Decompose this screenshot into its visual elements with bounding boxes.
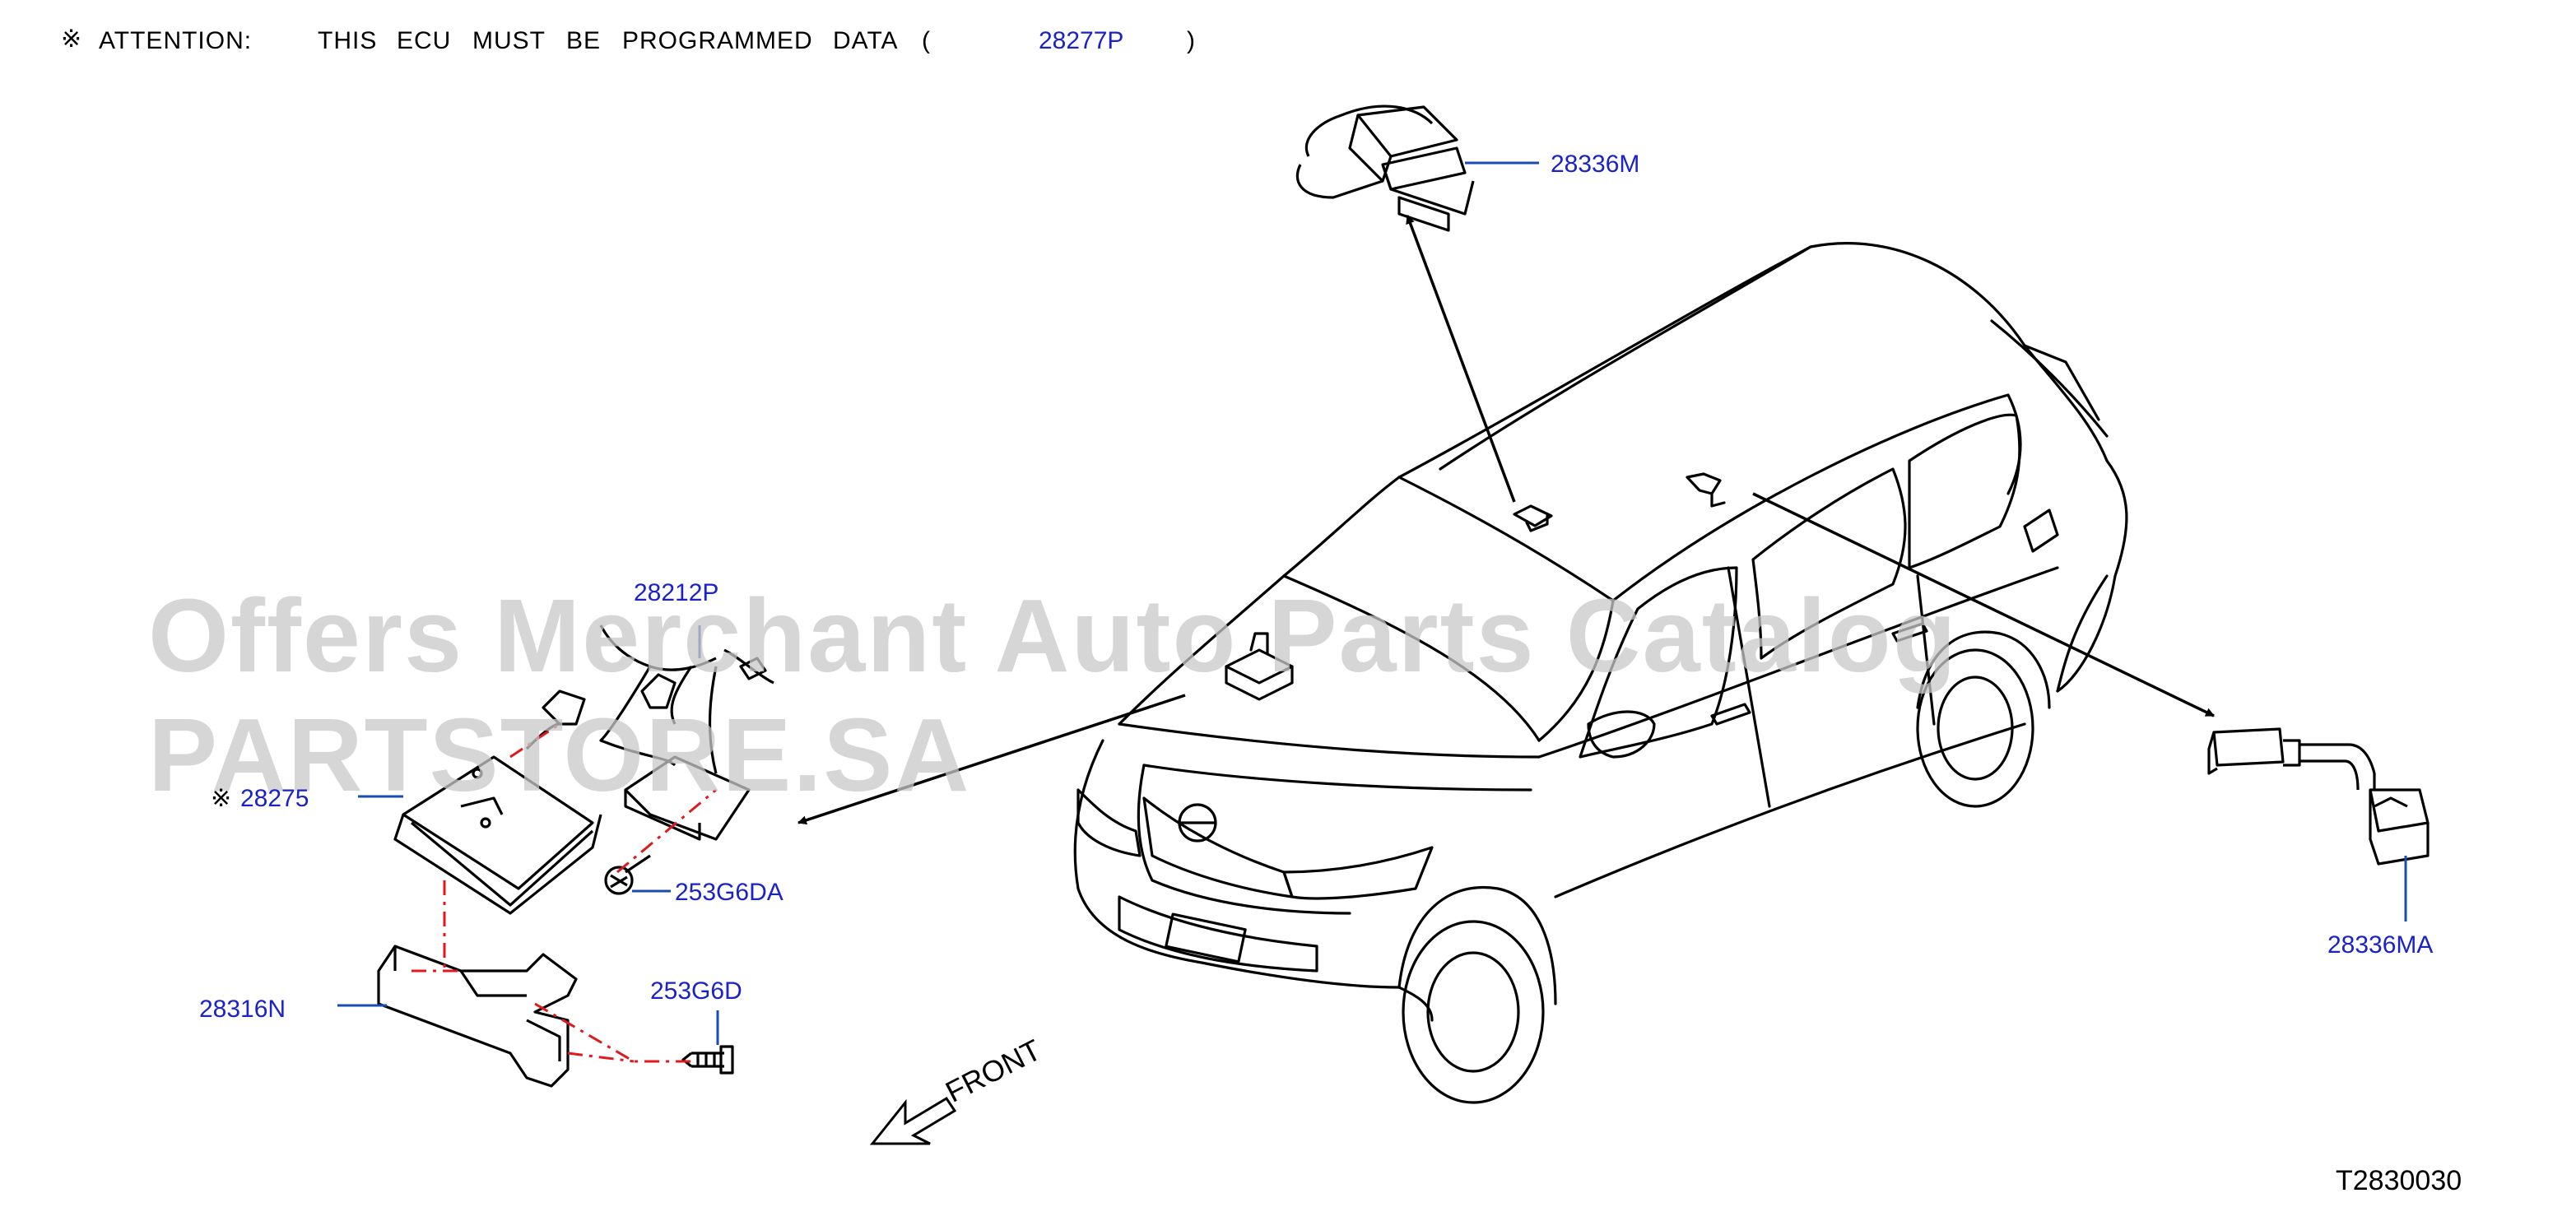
pointer-arrows [797,214,2215,825]
part-link-28275[interactable]: 28275 [240,785,309,812]
front-arrow [869,1096,957,1145]
attention-word-data: DATA [833,27,899,54]
attention-word-must: MUST [472,27,546,54]
part-link-253G6DA[interactable]: 253G6DA [675,879,783,906]
attention-marker: ※ [61,26,83,53]
diagram-code: T2830030 [2336,1165,2462,1196]
part-link-28277P[interactable]: 28277P [1039,27,1124,54]
part-28275-marker: ※ [211,785,232,812]
attention-paren-close: ) [1187,27,1196,54]
assembly-dash-lines [412,722,717,1063]
part-link-253G6D[interactable]: 253G6D [650,977,742,1005]
module-cluster-drawing [377,624,774,1088]
attention-word-this: THIS [318,27,378,54]
part-link-28336MA[interactable]: 28336MA [2327,931,2434,959]
attention-word-be: BE [566,27,602,54]
part-link-28212P[interactable]: 28212P [634,579,719,606]
vehicle-drawing [1073,242,2128,1104]
part-link-28316N[interactable]: 28316N [199,996,286,1023]
part-28336M-drawing [1295,104,1475,232]
attention-word-ecu: ECU [397,27,452,54]
attention-paren-open: ( [922,27,931,54]
part-28336MA-drawing [2207,727,2430,866]
attention-word-programmed: PROGRAMMED [622,27,813,54]
part-link-28336M[interactable]: 28336M [1551,151,1640,178]
leader-lines [337,161,2407,1045]
attention-label: ATTENTION: [99,27,253,54]
